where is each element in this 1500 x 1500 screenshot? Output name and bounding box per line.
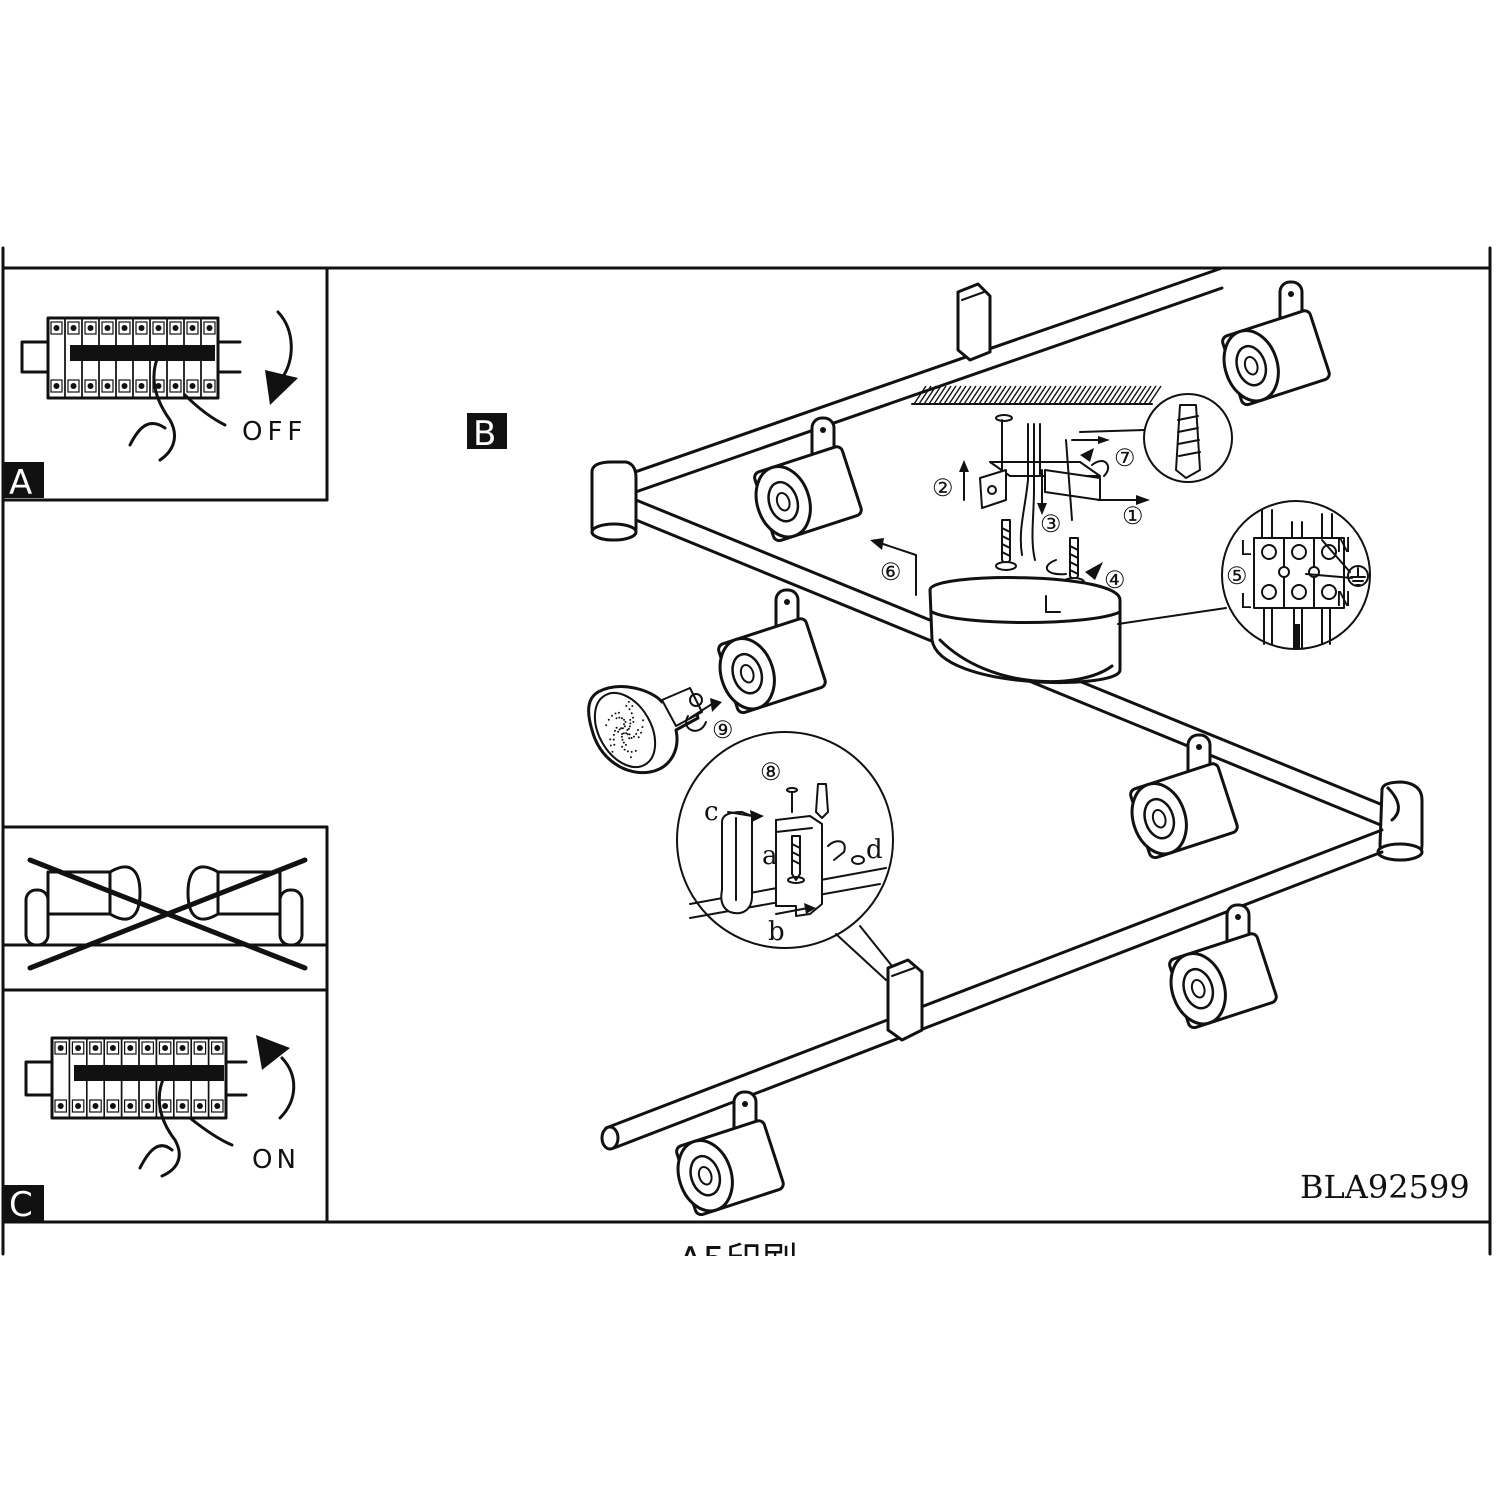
step-2: ② <box>932 474 954 502</box>
step-5: ⑤ <box>1226 562 1248 590</box>
circuit-breaker-icon <box>20 316 242 400</box>
step-7: ⑦ <box>1114 444 1136 472</box>
panel-b: B <box>467 266 1470 1217</box>
wall-plug-icon <box>815 783 829 819</box>
sheet-frame <box>1 246 1492 1256</box>
off-label: OFF <box>242 417 307 447</box>
spotlight-icon <box>1221 280 1331 407</box>
panel-c: ON C <box>4 1035 300 1225</box>
badge-a-text: A <box>9 463 32 503</box>
zigzag-rod <box>590 266 1424 1151</box>
step-9: ⑨ <box>712 716 734 744</box>
step-8: ⑧ <box>760 758 782 786</box>
step-6: ⑥ <box>880 558 902 586</box>
reflector-bulb-icon <box>587 685 722 775</box>
ceiling-canopy <box>928 576 1122 684</box>
spotlight-icon <box>675 1090 785 1217</box>
badge-a <box>4 462 44 498</box>
on-label: ON <box>252 1145 300 1175</box>
wire-l-top: L <box>1240 536 1252 560</box>
spotlight-icon <box>186 865 304 947</box>
wire-n-top: N <box>1336 533 1351 557</box>
label-c: c <box>704 797 719 827</box>
screw-icon <box>995 519 1017 571</box>
panel-a: OFF A <box>4 310 307 503</box>
wall-plug-icon <box>1079 393 1233 483</box>
rotate-arrow-icon <box>265 310 298 405</box>
spotlight-icon <box>1129 733 1239 860</box>
spotlight-icon <box>717 588 827 715</box>
ground-icon <box>1347 565 1369 587</box>
wiring-callout: L N L N <box>1117 500 1371 650</box>
terminal-block <box>1253 537 1345 609</box>
circuit-breaker-icon <box>24 1036 248 1120</box>
bracket-detail-callout: c a d b <box>676 731 894 981</box>
rotate-arrow-icon <box>256 1035 296 1120</box>
spotlight-icon <box>1168 903 1278 1030</box>
rod-clip <box>886 958 924 1042</box>
step-1: ① <box>1122 502 1144 530</box>
hand-icon <box>138 1073 234 1178</box>
mounting-bracket <box>979 414 1101 561</box>
cross-mark-icon <box>27 857 308 971</box>
panel-wrong-orientation <box>1 857 329 971</box>
model-code: BLA92599 <box>1300 1168 1470 1206</box>
ceiling-hatch <box>911 385 1162 405</box>
rod-clip <box>956 282 992 362</box>
wire-l-bottom: L <box>1240 589 1252 613</box>
hand-icon <box>128 350 227 462</box>
label-d: d <box>866 835 883 865</box>
badge-b-text: B <box>473 414 496 454</box>
badge-c-text: C <box>9 1185 33 1225</box>
label-b: b <box>768 917 785 947</box>
badge-b <box>467 413 507 449</box>
step-arrows <box>870 436 1150 596</box>
wire-n-bottom: N <box>1336 587 1351 611</box>
label-a: a <box>762 841 778 871</box>
badge-c <box>4 1185 44 1221</box>
spotlight-icon <box>753 416 863 543</box>
step-4: ④ <box>1104 566 1126 594</box>
screw-icon <box>787 835 805 884</box>
step-3: ③ <box>1040 510 1062 538</box>
